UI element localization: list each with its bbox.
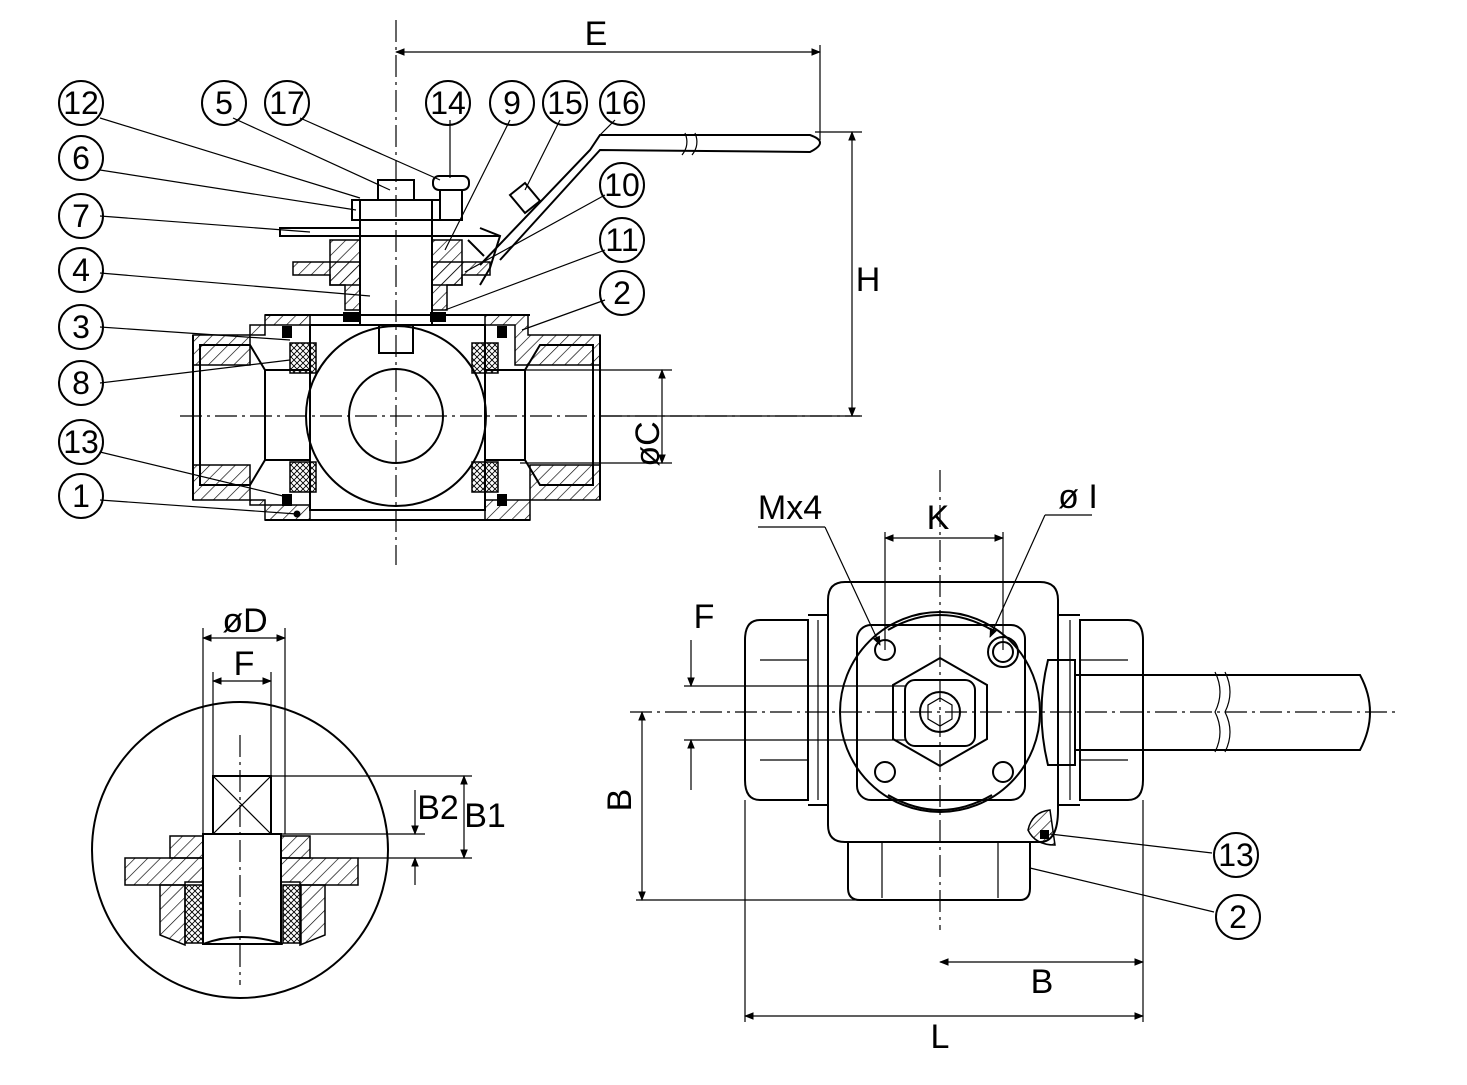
svg-text:14: 14	[430, 85, 466, 121]
dimension-l: L	[744, 800, 1144, 1056]
svg-text:H: H	[856, 261, 881, 299]
svg-text:B1: B1	[464, 797, 506, 835]
dimension-b-vertical: B	[601, 711, 940, 901]
callout-9: 9	[489, 80, 535, 126]
callout-6: 6	[58, 135, 104, 181]
svg-text:B: B	[1031, 963, 1054, 1001]
svg-text:13: 13	[63, 424, 99, 460]
dimension-i: ø I	[989, 478, 1098, 638]
svg-text:3: 3	[72, 309, 90, 345]
svg-text:1: 1	[72, 478, 90, 514]
callout-13: 13	[58, 419, 104, 465]
callout-13-top: 13	[1049, 832, 1259, 878]
svg-text:16: 16	[604, 85, 640, 121]
svg-text:E: E	[585, 15, 608, 53]
callout-12: 12	[58, 80, 104, 126]
svg-text:4: 4	[72, 252, 90, 288]
svg-text:10: 10	[604, 167, 640, 203]
svg-text:11: 11	[605, 222, 638, 258]
svg-text:5: 5	[215, 85, 233, 121]
svg-text:13: 13	[1218, 837, 1254, 873]
svg-text:7: 7	[72, 198, 90, 234]
callout-16: 16	[599, 80, 645, 126]
detail-view: øD F B2 B1	[91, 602, 506, 999]
callout-leaders	[99, 117, 616, 515]
svg-text:17: 17	[269, 85, 305, 121]
callout-11: 11	[599, 217, 645, 263]
svg-text:15: 15	[547, 85, 583, 121]
dimension-h: H	[600, 131, 881, 417]
callout-10: 10	[599, 162, 645, 208]
svg-text:K: K	[927, 499, 950, 537]
svg-text:B: B	[601, 789, 639, 812]
callout-7: 7	[58, 193, 104, 239]
svg-text:B2: B2	[417, 789, 459, 827]
svg-text:L: L	[931, 1018, 950, 1056]
callout-4: 4	[58, 247, 104, 293]
callout-15: 15	[542, 80, 588, 126]
svg-text:9: 9	[503, 85, 521, 121]
callout-17: 17	[264, 80, 310, 126]
svg-text:6: 6	[72, 140, 90, 176]
callout-14: 14	[425, 80, 471, 126]
dimension-b-horizontal: B	[939, 800, 1144, 1001]
svg-text:2: 2	[1229, 899, 1247, 935]
svg-text:8: 8	[72, 365, 90, 401]
svg-text:12: 12	[63, 85, 99, 121]
svg-text:F: F	[234, 645, 255, 683]
dimension-mx4: Mx4	[758, 489, 881, 646]
callout-5: 5	[201, 80, 247, 126]
dimension-f-top: F	[684, 598, 905, 790]
svg-text:øD: øD	[222, 602, 267, 640]
svg-text:ø I: ø I	[1058, 478, 1098, 516]
svg-text:Mx4: Mx4	[758, 489, 822, 527]
dimension-k: K	[884, 499, 1004, 650]
callout-1: 1	[58, 473, 104, 519]
svg-text:2: 2	[613, 275, 631, 311]
svg-text:F: F	[694, 598, 715, 636]
section-view	[180, 20, 860, 565]
callout-3: 3	[58, 304, 104, 350]
dimension-e: E	[395, 15, 821, 140]
callout-2-top: 2	[1029, 867, 1261, 940]
dimension-c: øC	[520, 369, 672, 467]
callout-8: 8	[58, 360, 104, 406]
svg-text:øC: øC	[629, 421, 667, 466]
callout-2: 2	[599, 270, 645, 316]
